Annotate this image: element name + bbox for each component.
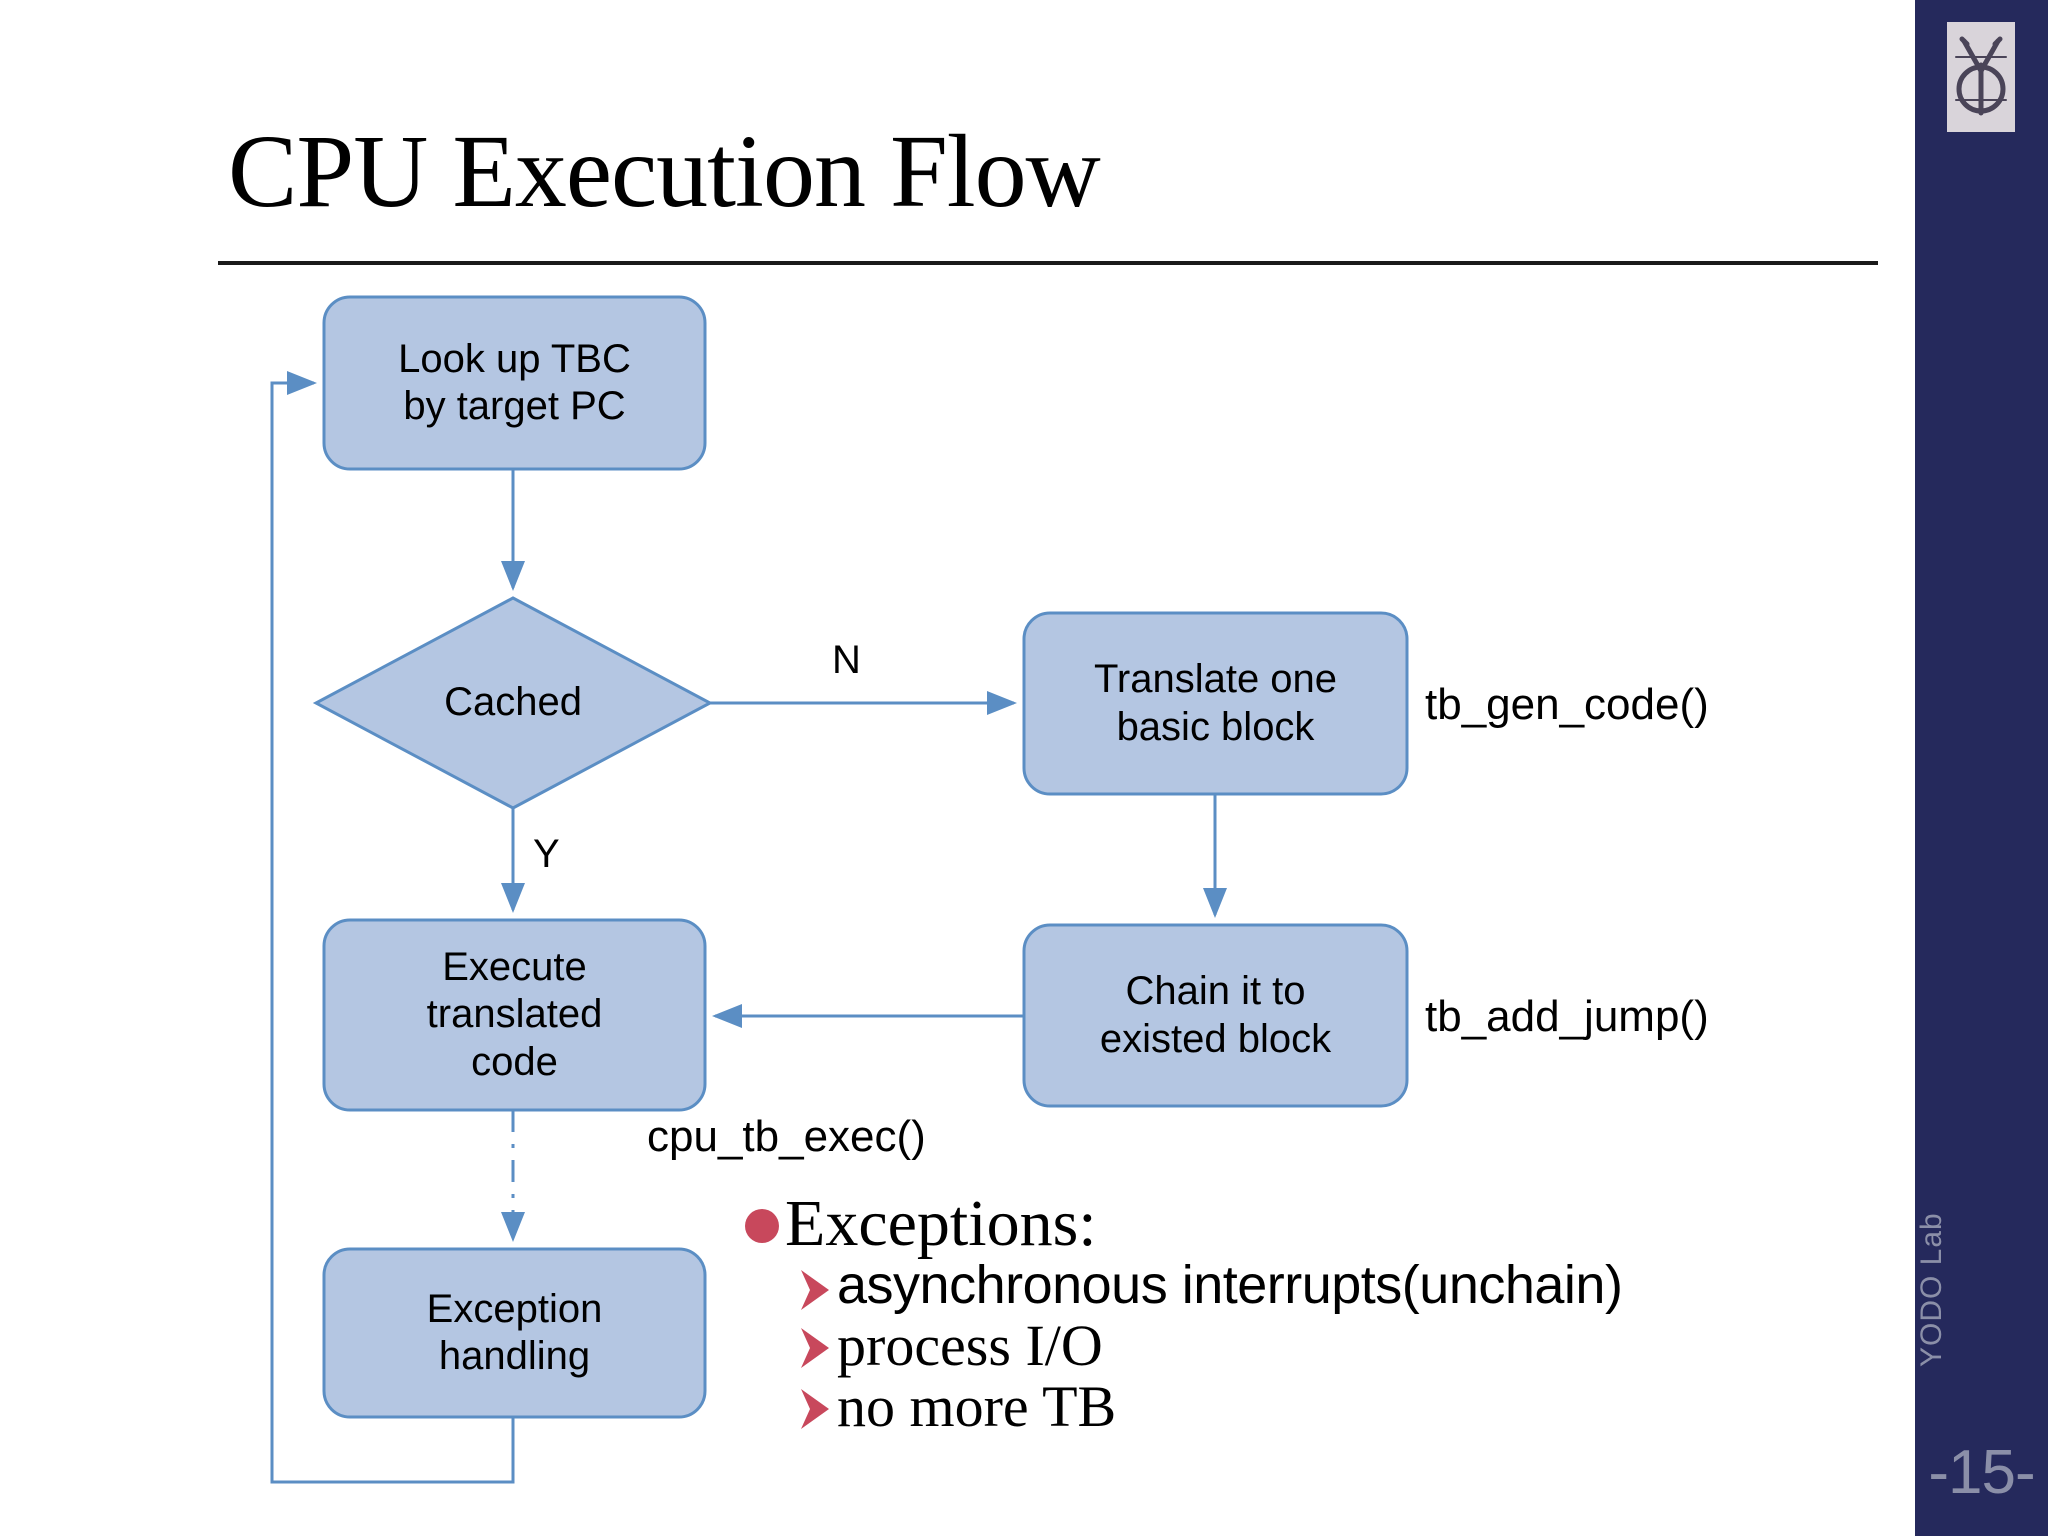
page-number: -15- bbox=[1928, 1438, 2035, 1507]
exception-item-text: asynchronous interrupts(unchain) bbox=[837, 1255, 1623, 1316]
edge-label-yes: Y bbox=[533, 832, 560, 876]
fn-label-cpu-tb-exec: cpu_tb_exec() bbox=[647, 1112, 926, 1161]
lab-logo-icon bbox=[1947, 22, 2015, 132]
slide-sidebar: YODO Lab -15- bbox=[1915, 0, 2048, 1536]
page-title: CPU Execution Flow bbox=[228, 114, 1101, 229]
exception-item-text: no more TB bbox=[837, 1374, 1117, 1440]
arrowhead-bullet-icon bbox=[797, 1386, 833, 1440]
exception-item-text: process I/O bbox=[837, 1312, 1103, 1378]
node-lookup-shape bbox=[322, 295, 707, 471]
fn-label-tb-add-jump: tb_add_jump() bbox=[1425, 992, 1709, 1041]
edge-exception-loopback-to-lookup bbox=[270, 371, 515, 1484]
node-cached-shape bbox=[312, 596, 714, 810]
exception-item: asynchronous interrupts(unchain) bbox=[797, 1257, 1875, 1314]
node-exception-shape bbox=[322, 1247, 707, 1419]
exceptions-heading: Exceptions: bbox=[745, 1190, 1875, 1257]
exception-item: no more TB bbox=[797, 1376, 1875, 1437]
edge-label-no: N bbox=[832, 638, 861, 682]
bullet-dot-icon bbox=[745, 1208, 779, 1243]
exceptions-block: Exceptions: asynchronous interrupts(unch… bbox=[745, 1190, 1875, 1437]
node-execute-shape bbox=[322, 918, 707, 1112]
exceptions-heading-text: Exceptions: bbox=[785, 1187, 1097, 1260]
arrowhead-bullet-icon bbox=[797, 1325, 833, 1379]
arrowhead-bullet-icon bbox=[797, 1267, 833, 1321]
node-translate-shape bbox=[1022, 611, 1409, 796]
node-chain-shape bbox=[1022, 923, 1409, 1108]
exception-item: process I/O bbox=[797, 1312, 1875, 1379]
lab-name-vertical: YODO Lab bbox=[1915, 1212, 1948, 1368]
fn-label-tb-gen-code: tb_gen_code() bbox=[1425, 680, 1709, 729]
title-divider bbox=[218, 261, 1878, 265]
